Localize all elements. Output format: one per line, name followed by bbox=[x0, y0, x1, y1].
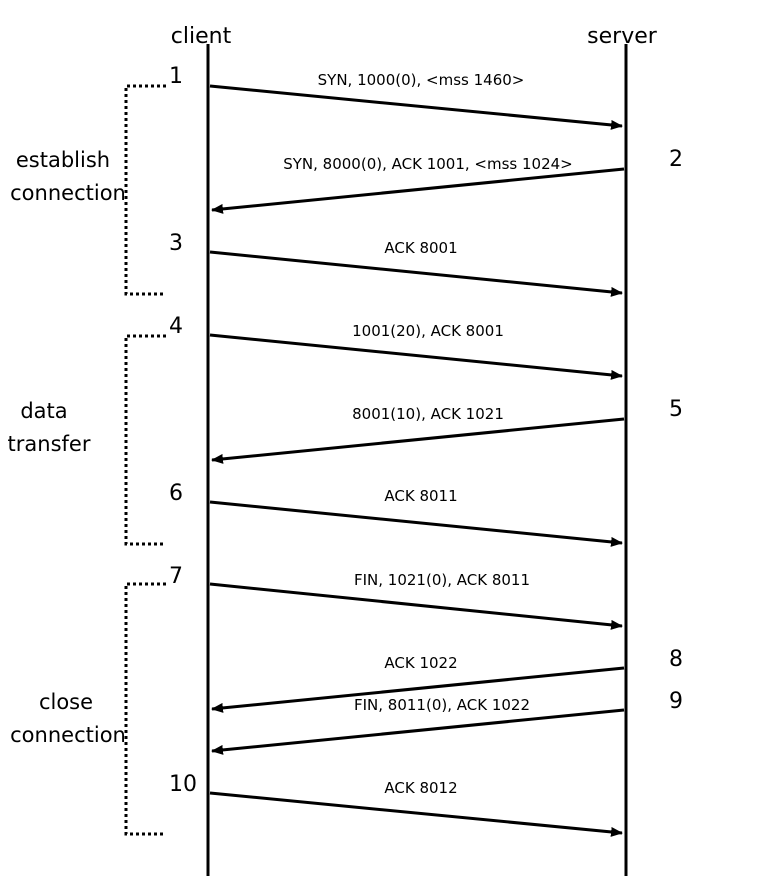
step-number-2: 2 bbox=[669, 147, 683, 172]
step-number-9: 9 bbox=[669, 689, 683, 714]
phase-label-establish-line2: connection bbox=[10, 181, 126, 205]
phase-label-close-line1: close bbox=[39, 690, 93, 714]
phase-label-establish-line1: establish bbox=[16, 148, 110, 172]
phase-bracket-establish bbox=[124, 84, 166, 296]
message-label-2: SYN, 8000(0), ACK 1001, <mss 1024> bbox=[283, 155, 573, 173]
step-number-4: 4 bbox=[169, 314, 183, 339]
message-arrow-2 bbox=[211, 167, 625, 214]
step-number-6: 6 bbox=[169, 481, 183, 506]
message-label-7: FIN, 1021(0), ACK 8011 bbox=[354, 571, 530, 589]
phase-label-data-line2: transfer bbox=[8, 432, 91, 456]
message-label-9: FIN, 8011(0), ACK 1022 bbox=[354, 696, 530, 714]
message-arrow-9 bbox=[211, 708, 625, 755]
step-number-5: 5 bbox=[669, 397, 683, 422]
message-arrow-8 bbox=[211, 666, 625, 713]
message-label-6: ACK 8011 bbox=[384, 487, 457, 505]
server-header: server bbox=[587, 24, 658, 49]
phase-label-data-line1: data bbox=[20, 399, 67, 423]
phase-label-close-line2: connection bbox=[10, 723, 126, 747]
phase-bracket-data bbox=[124, 334, 166, 546]
message-label-3: ACK 8001 bbox=[384, 239, 457, 257]
message-arrow-1 bbox=[209, 84, 623, 130]
message-label-5: 8001(10), ACK 1021 bbox=[352, 405, 504, 423]
client-header: client bbox=[171, 24, 232, 49]
message-label-1: SYN, 1000(0), <mss 1460> bbox=[318, 71, 525, 89]
message-arrow-7 bbox=[209, 582, 623, 630]
step-number-8: 8 bbox=[669, 647, 683, 672]
message-arrow-6 bbox=[209, 500, 623, 547]
message-arrow-5 bbox=[211, 417, 625, 464]
message-label-10: ACK 8012 bbox=[384, 779, 457, 797]
step-number-7: 7 bbox=[169, 564, 183, 589]
message-label-4: 1001(20), ACK 8001 bbox=[352, 322, 504, 340]
step-number-3: 3 bbox=[169, 231, 183, 256]
message-arrow-10 bbox=[209, 791, 623, 837]
step-number-10: 10 bbox=[169, 772, 197, 797]
message-arrow-3 bbox=[209, 250, 623, 297]
phase-bracket-close bbox=[124, 582, 166, 836]
step-number-1: 1 bbox=[169, 64, 183, 89]
message-arrow-4 bbox=[209, 333, 623, 380]
message-label-8: ACK 1022 bbox=[384, 654, 457, 672]
